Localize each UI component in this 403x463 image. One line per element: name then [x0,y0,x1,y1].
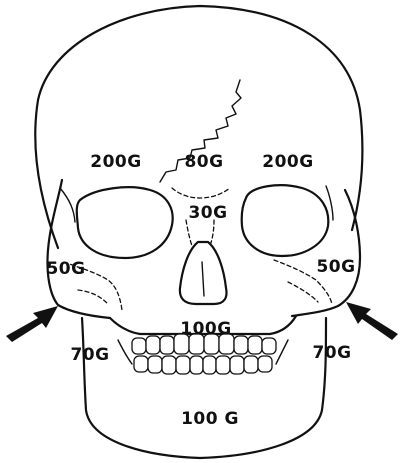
left-arrow-icon [6,306,58,342]
left-orbit [77,187,173,258]
nasal-bridge-dashed [172,188,230,198]
label-frontal-center: 80G [184,152,223,172]
left-jaw-teeth-edge [118,340,132,364]
right-jaw-teeth-edge [276,340,288,364]
label-nasal-bridge: 30G [188,203,227,223]
nasal-dash-right [210,220,214,246]
label-zygoma-left: 50G [46,259,85,279]
label-mandible-right: 70G [312,343,351,363]
label-frontal-right: 200G [262,152,313,172]
nasal-dash-left [186,220,192,246]
right-orbit [242,185,329,256]
label-chin: 100 G [181,409,239,429]
left-zygoma-fracture-2 [78,290,108,304]
nasal-septum [202,262,204,296]
label-maxilla: 100G [180,319,231,339]
left-cheek-contour [60,188,75,222]
right-zygoma-fracture-2 [288,282,318,302]
right-arrow-icon [346,302,398,340]
lower-teeth [134,356,272,374]
label-frontal-left: 200G [90,152,141,172]
label-mandible-left: 70G [70,345,109,365]
label-zygoma-right: 50G [316,257,355,277]
